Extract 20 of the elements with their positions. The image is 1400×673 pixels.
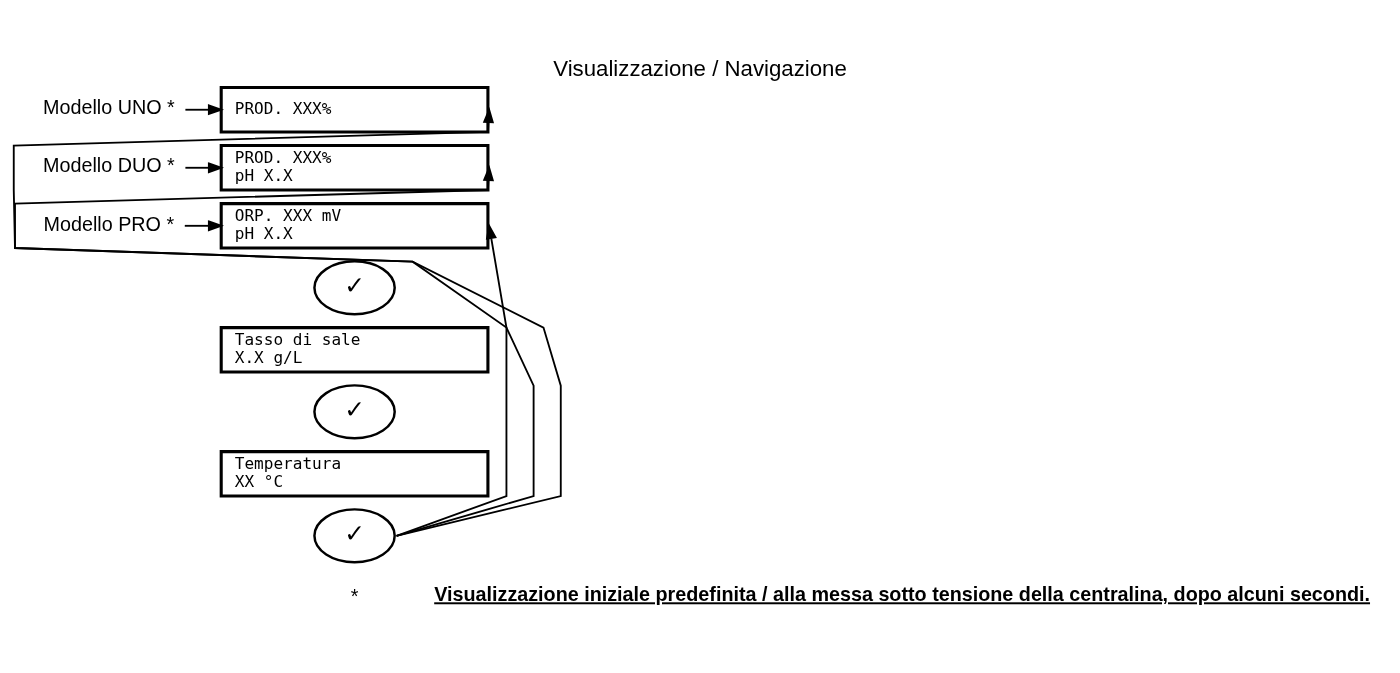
arrow (183, 220, 224, 232)
node-box: Temperatura XX °C (219, 450, 490, 498)
node-box: ORP. XXX mV pH X.X (219, 202, 490, 250)
diagram-title: Visualizzazione / Navigazione (553, 55, 847, 81)
node-text: Modello UNO * (42, 96, 175, 119)
node-text: Modello DUO * (42, 154, 175, 177)
node-ellipse: ✓ (313, 260, 396, 316)
node-ellipse: ✓ (313, 384, 396, 440)
node-text: Modello PRO * (43, 212, 175, 235)
node-box: Tasso di sale X.X g/L (219, 326, 490, 374)
label: Visualizzazione iniziale predefinita / alla messa sotto tensione della centralina, dopo alcuni secondi. (434, 583, 1371, 606)
arrow (12, 106, 562, 537)
node-ellipse: ✓ (313, 508, 396, 564)
label: * (350, 584, 359, 607)
node-box: PROD. XXX% pH X.X (219, 144, 490, 192)
arrow (184, 162, 224, 174)
node-box: PROD. XXX% (219, 85, 490, 134)
arrow (184, 104, 224, 116)
arrow (14, 165, 535, 537)
arrow (395, 223, 508, 537)
